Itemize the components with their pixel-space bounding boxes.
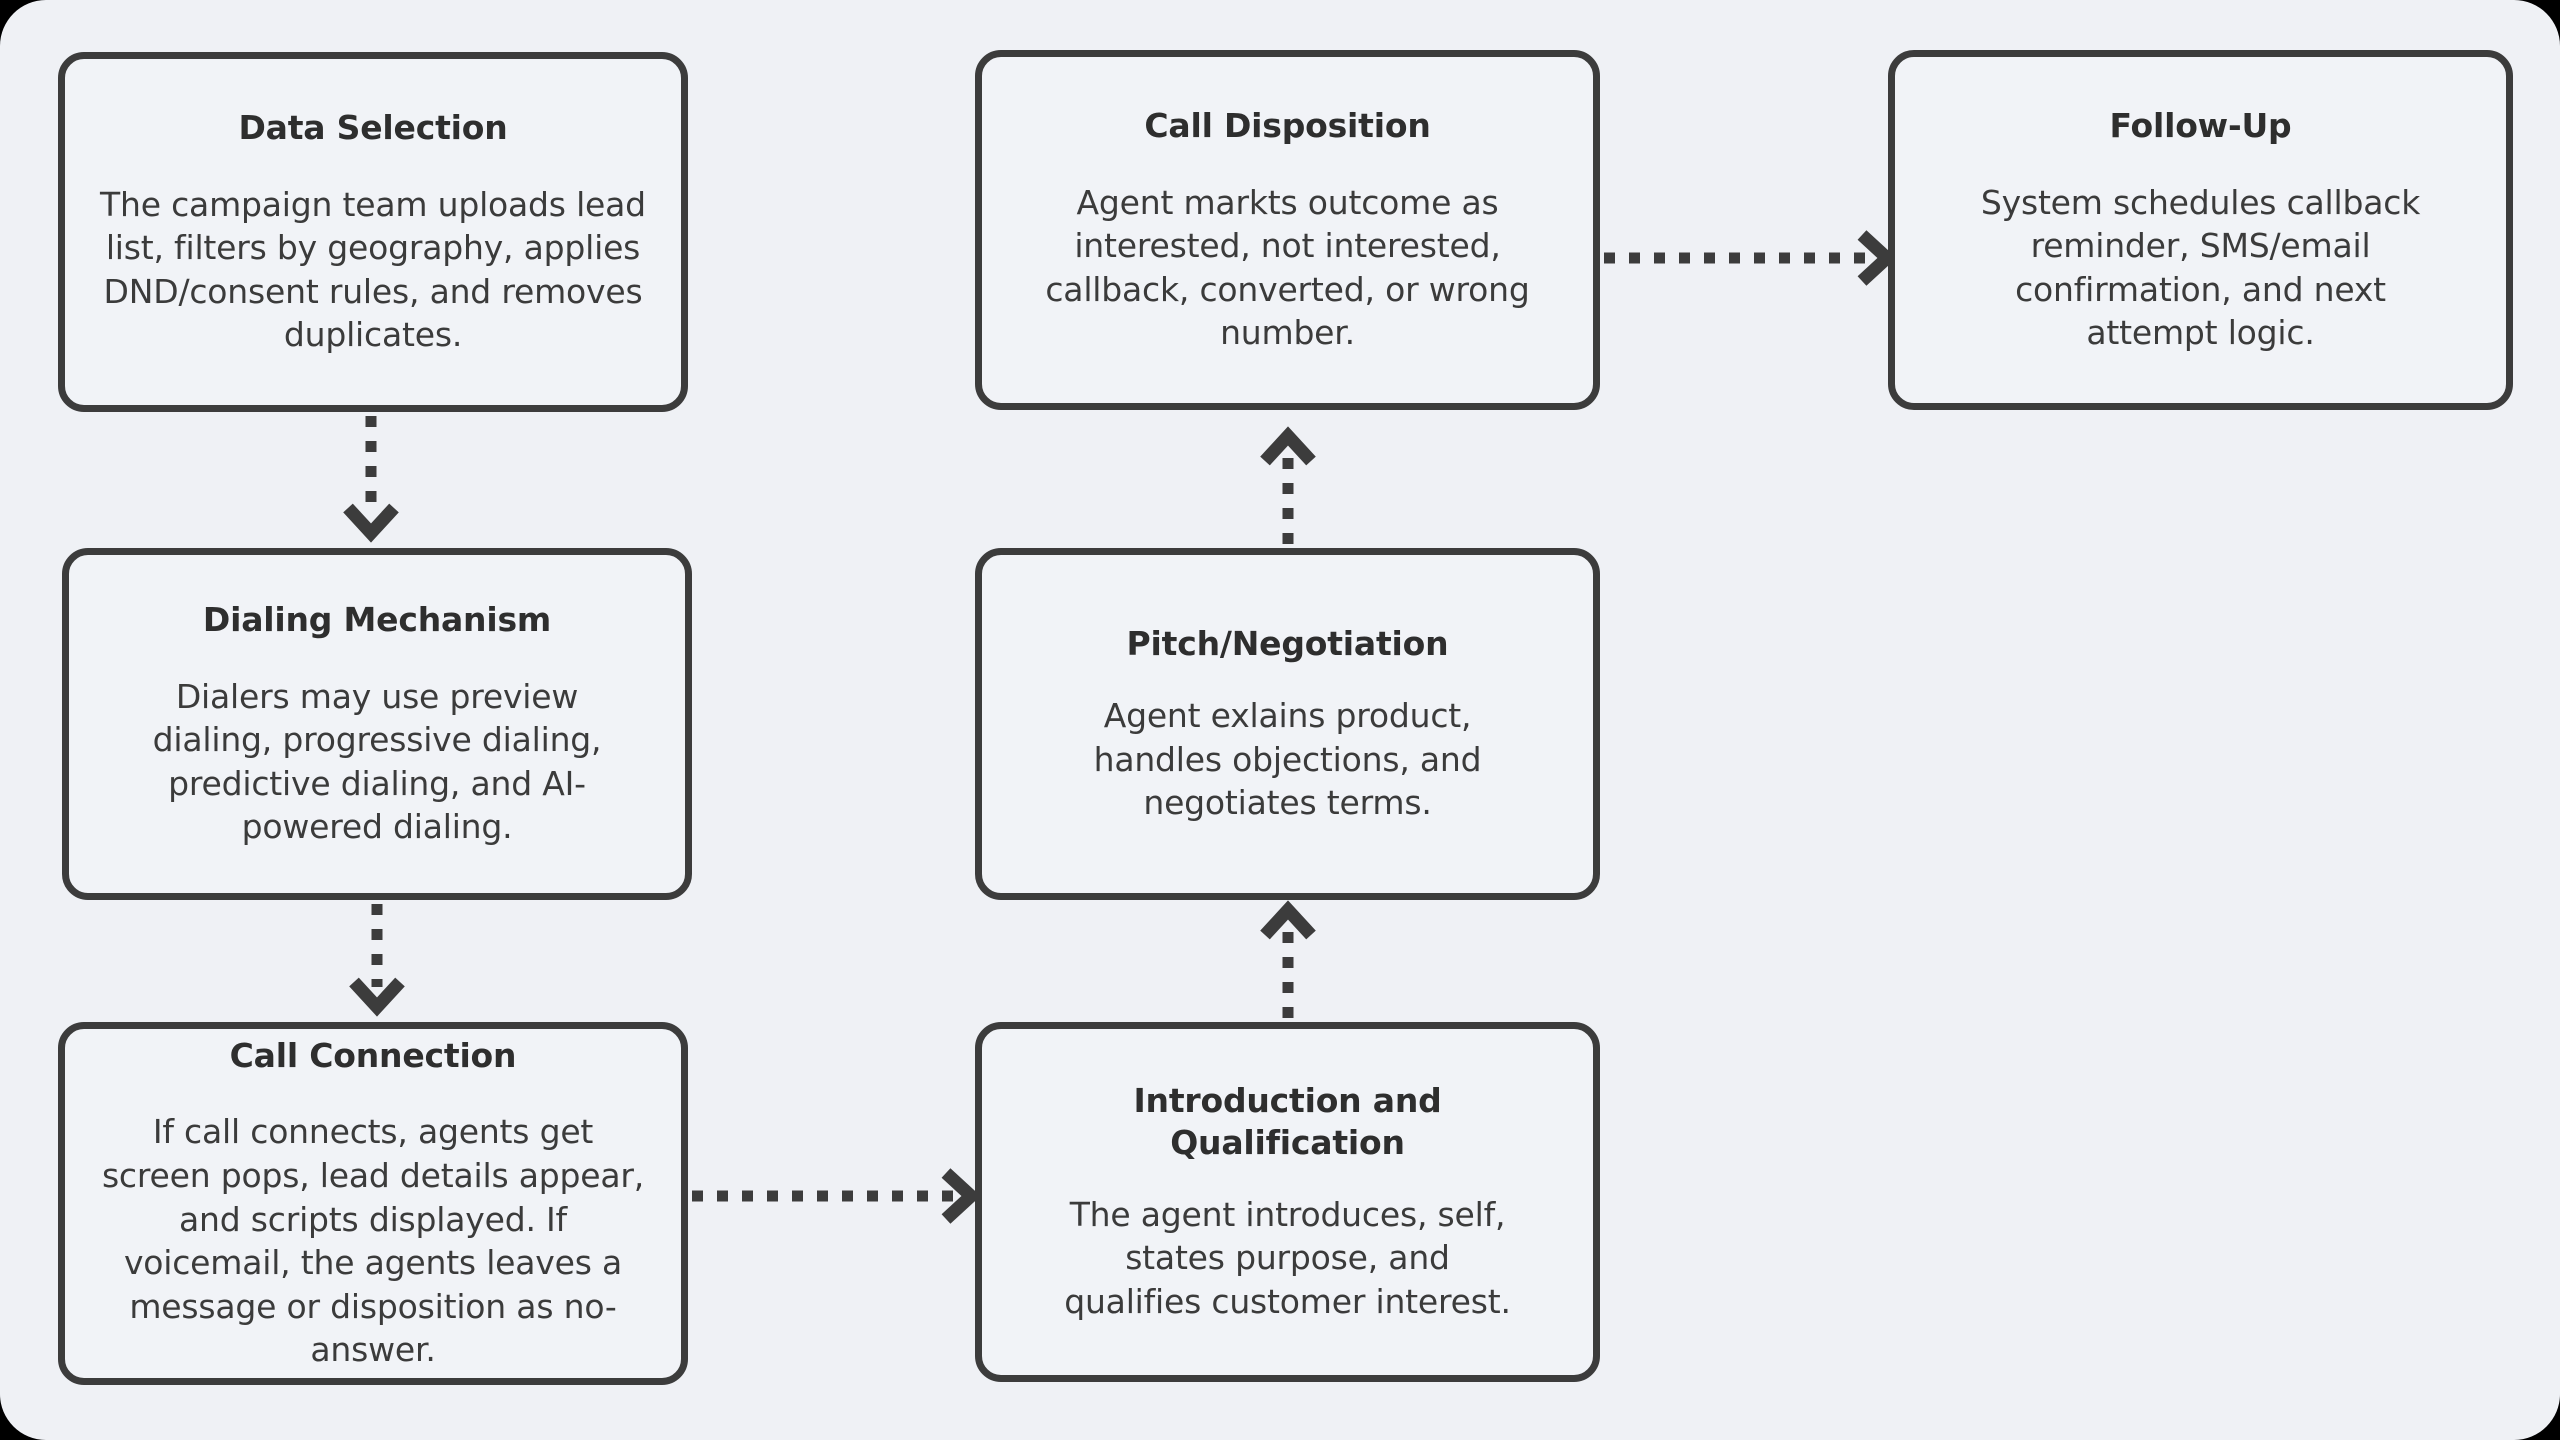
node-data-selection-title: Data Selection <box>238 108 508 148</box>
node-data-selection[interactable]: Data Selection The campaign team uploads… <box>58 52 688 412</box>
node-call-disposition[interactable]: Call Disposition Agent markts outcome as… <box>975 50 1600 410</box>
node-dialing-mechanism[interactable]: Dialing Mechanism Dialers may use previe… <box>62 548 692 900</box>
node-dialing-mechanism-description: Dialers may use preview dialing, progres… <box>152 676 602 847</box>
node-dialing-mechanism-title: Dialing Mechanism <box>202 600 552 640</box>
node-call-connection-title: Call Connection <box>229 1036 517 1076</box>
node-introduction-and-qualification[interactable]: Introduction and Qualification The agent… <box>975 1022 1600 1382</box>
node-follow-up[interactable]: Follow-Up System schedules callback remi… <box>1888 50 2513 410</box>
node-introduction-and-qualification-description: The agent introduces, self, states purpo… <box>1064 1194 1511 1322</box>
node-pitch-negotiation[interactable]: Pitch/Negotiation Agent exlains product,… <box>975 548 1600 900</box>
edge-introduction-to-pitch <box>1260 900 1316 1018</box>
node-call-disposition-title: Call Disposition <box>1144 106 1431 146</box>
edge-data-selection-to-dialing-mechanism <box>343 416 399 543</box>
node-introduction-and-qualification-title: Introduction and Qualification <box>1133 1081 1442 1162</box>
node-call-disposition-description: Agent markts outcome as interested, not … <box>1045 182 1530 353</box>
node-data-selection-description: The campaign team uploads lead list, fil… <box>100 184 646 355</box>
node-call-connection-description: If call connects, agents get screen pops… <box>101 1112 645 1370</box>
node-pitch-negotiation-description: Agent exlains product, handles objection… <box>1093 696 1482 823</box>
edge-call-connection-to-introduction <box>692 1168 981 1224</box>
node-follow-up-description: System schedules callback reminder, SMS/… <box>1980 182 2421 353</box>
node-call-connection[interactable]: Call Connection If call connects, agents… <box>58 1022 688 1385</box>
edge-call-disposition-to-follow-up <box>1604 230 1897 286</box>
node-follow-up-title: Follow-Up <box>2109 106 2292 146</box>
node-pitch-negotiation-title: Pitch/Negotiation <box>1126 624 1449 664</box>
edge-dialing-mechanism-to-call-connection <box>349 904 405 1017</box>
edge-pitch-to-call-disposition <box>1260 426 1316 544</box>
